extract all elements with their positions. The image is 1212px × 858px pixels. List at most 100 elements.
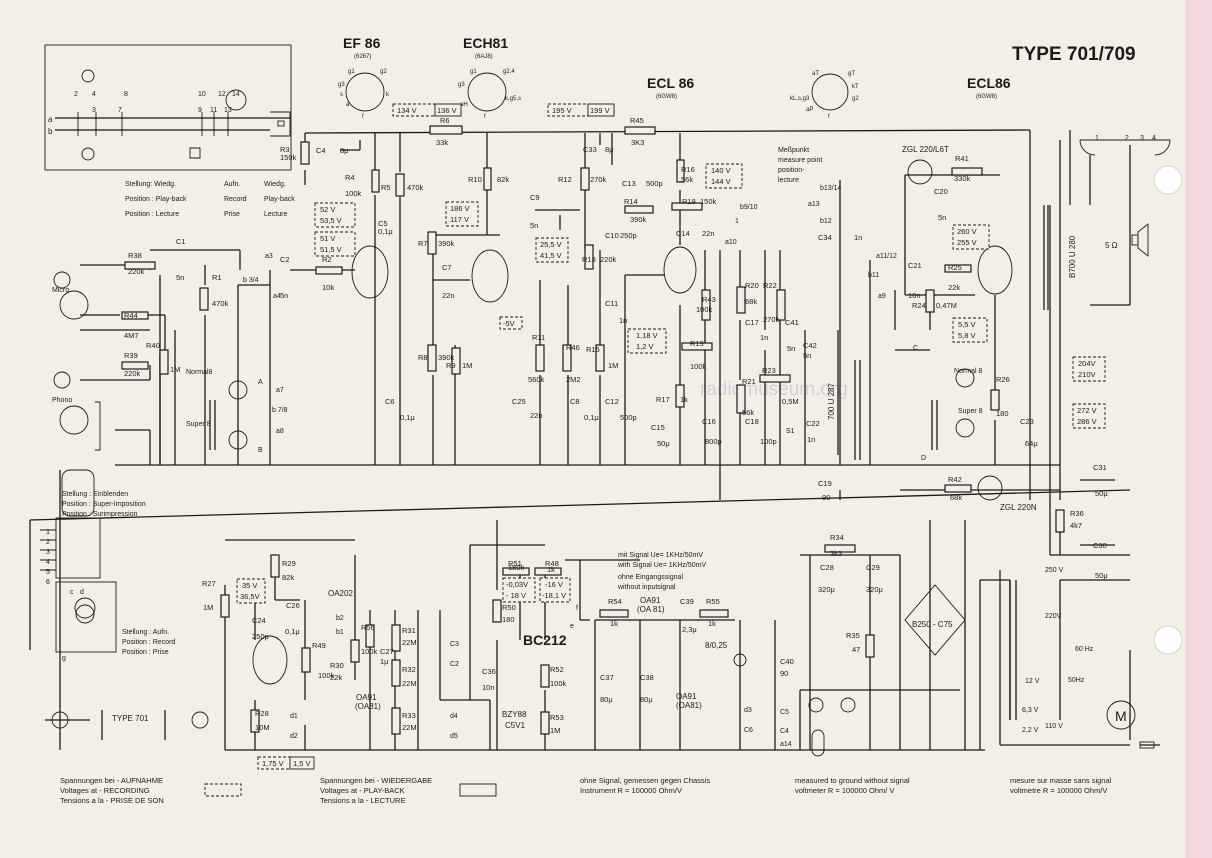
svg-text:a13: a13 bbox=[808, 201, 820, 208]
svg-text:Position : Surimpression: Position : Surimpression bbox=[62, 511, 138, 518]
component-ref: R31 bbox=[402, 626, 416, 635]
component-ref: C9 bbox=[530, 193, 540, 202]
component-ref: C34 bbox=[818, 233, 832, 242]
svg-text:a14: a14 bbox=[780, 741, 792, 748]
svg-text:a11/12: a11/12 bbox=[876, 253, 897, 260]
svg-text:140 V: 140 V bbox=[711, 166, 731, 175]
svg-text:Wiedg.: Wiedg. bbox=[264, 181, 286, 188]
component-value: 0,1μ bbox=[400, 413, 415, 422]
component-ref: C41 bbox=[785, 318, 799, 327]
component-ref: C18 bbox=[745, 417, 759, 426]
component-ref: C11 bbox=[605, 299, 618, 308]
svg-text:5,5 V: 5,5 V bbox=[958, 320, 976, 329]
component-value: 150k bbox=[700, 197, 717, 206]
svg-text:(OA 81): (OA 81) bbox=[637, 605, 665, 614]
component-value: 100k bbox=[690, 362, 707, 371]
svg-text:d5: d5 bbox=[450, 733, 458, 740]
svg-text:1: 1 bbox=[46, 529, 50, 536]
component-value: 0,5M bbox=[782, 397, 799, 406]
svg-text:aP: aP bbox=[806, 107, 813, 113]
svg-text:b 7/8: b 7/8 bbox=[272, 407, 288, 414]
component-ref: R46 bbox=[566, 343, 580, 352]
component-value: 560k bbox=[528, 375, 545, 384]
component-ref: R56 bbox=[361, 623, 375, 632]
svg-text:(6267): (6267) bbox=[354, 54, 371, 60]
svg-text:Phono: Phono bbox=[52, 397, 72, 404]
svg-text:measured to ground without sig: measured to ground without signal bbox=[795, 776, 910, 785]
component-ref: C25 bbox=[512, 397, 526, 406]
component-ref: R30 bbox=[330, 661, 344, 670]
svg-text:kT: kT bbox=[852, 84, 859, 90]
svg-text:1,5 V: 1,5 V bbox=[293, 759, 311, 768]
component-value: 5n bbox=[787, 344, 795, 353]
component-ref: C26 bbox=[286, 601, 300, 610]
svg-text:d1: d1 bbox=[290, 713, 298, 720]
tube-symbols bbox=[252, 159, 1013, 685]
component-ref: R21 bbox=[742, 377, 756, 386]
svg-text:11: 11 bbox=[210, 107, 217, 114]
component-value: 22n bbox=[530, 411, 543, 420]
svg-text:Stellung: Wiedg.: Stellung: Wiedg. bbox=[125, 181, 176, 188]
svg-text:Stellung : Aufn.: Stellung : Aufn. bbox=[122, 629, 169, 636]
svg-text:(6GW8): (6GW8) bbox=[656, 94, 677, 100]
component-value: 64μ bbox=[1025, 439, 1038, 448]
component-ref: R11 bbox=[532, 333, 545, 342]
svg-text:14: 14 bbox=[232, 91, 240, 98]
component-ref: R40 bbox=[146, 341, 160, 350]
component-ref: R54 bbox=[608, 597, 622, 606]
component-value: 100k bbox=[318, 671, 335, 680]
component-value: 0,1μ bbox=[584, 413, 599, 422]
component-ref: R36 bbox=[1070, 509, 1084, 518]
svg-text:g: g bbox=[62, 655, 66, 662]
component-value: 500p bbox=[646, 179, 663, 188]
component-ref: R25 bbox=[948, 263, 962, 272]
component-value: 1M bbox=[608, 361, 618, 370]
transformers bbox=[95, 205, 1049, 740]
svg-text:-18,1 V: -18,1 V bbox=[542, 591, 566, 600]
component-ref: C13 bbox=[622, 179, 636, 188]
svg-text:220V: 220V bbox=[1045, 613, 1062, 620]
component-ref: R15 bbox=[586, 345, 600, 354]
svg-text:lecture: lecture bbox=[778, 177, 799, 184]
component-value: 8μ bbox=[605, 145, 614, 154]
svg-text:5 Ω: 5 Ω bbox=[1105, 241, 1118, 250]
svg-text:voltmetre R = 100000 Ohm/V: voltmetre R = 100000 Ohm/V bbox=[1010, 786, 1107, 795]
svg-text:286 V: 286 V bbox=[1077, 417, 1097, 426]
component-value: 47 bbox=[852, 645, 860, 654]
svg-text:ZGL 220/L6T: ZGL 220/L6T bbox=[902, 145, 949, 154]
svg-text:Play-back: Play-back bbox=[264, 196, 295, 203]
svg-text:without inputsignal: without inputsignal bbox=[617, 584, 676, 591]
svg-text:e: e bbox=[570, 623, 574, 630]
svg-text:52 V: 52 V bbox=[320, 205, 335, 214]
component-value: 10k bbox=[322, 283, 334, 292]
svg-text:voltmeter R = 100000 Ohm/ V: voltmeter R = 100000 Ohm/ V bbox=[795, 786, 894, 795]
svg-text:A: A bbox=[258, 379, 263, 386]
svg-text:204V: 204V bbox=[1078, 359, 1096, 368]
svg-text:a3: a3 bbox=[265, 253, 273, 260]
component-value: 800p bbox=[705, 437, 722, 446]
svg-text:1,18 V: 1,18 V bbox=[636, 331, 658, 340]
svg-text:Normal 8: Normal 8 bbox=[954, 368, 983, 375]
component-ref: R42 bbox=[948, 475, 962, 484]
component-value: 100k bbox=[361, 647, 378, 656]
svg-text:d3: d3 bbox=[744, 707, 752, 714]
svg-text:-16 V: -16 V bbox=[545, 580, 563, 589]
control-knob-diagram: 1 2 3 4 5 6 bbox=[40, 469, 117, 653]
component-ref: R13 bbox=[582, 255, 596, 264]
svg-text:a4: a4 bbox=[273, 293, 281, 300]
svg-text:C4: C4 bbox=[780, 728, 789, 735]
component-value: 80μ bbox=[640, 695, 653, 704]
component-ref: R16 bbox=[681, 165, 695, 174]
svg-text:a10: a10 bbox=[725, 239, 737, 246]
svg-text:260 V: 260 V bbox=[957, 227, 977, 236]
component-ref: C12 bbox=[605, 397, 619, 406]
svg-text:ECL 86: ECL 86 bbox=[647, 75, 694, 91]
svg-text:255 V: 255 V bbox=[957, 238, 977, 247]
svg-text:b12: b12 bbox=[820, 218, 832, 225]
component-ref: R4 bbox=[345, 173, 355, 182]
component-ref: C30 bbox=[1093, 541, 1107, 550]
component-value: 1n bbox=[760, 333, 768, 342]
motor-label: M bbox=[1115, 708, 1127, 724]
component-ref: R5 bbox=[381, 183, 391, 192]
svg-text:53,5 V: 53,5 V bbox=[320, 216, 342, 225]
